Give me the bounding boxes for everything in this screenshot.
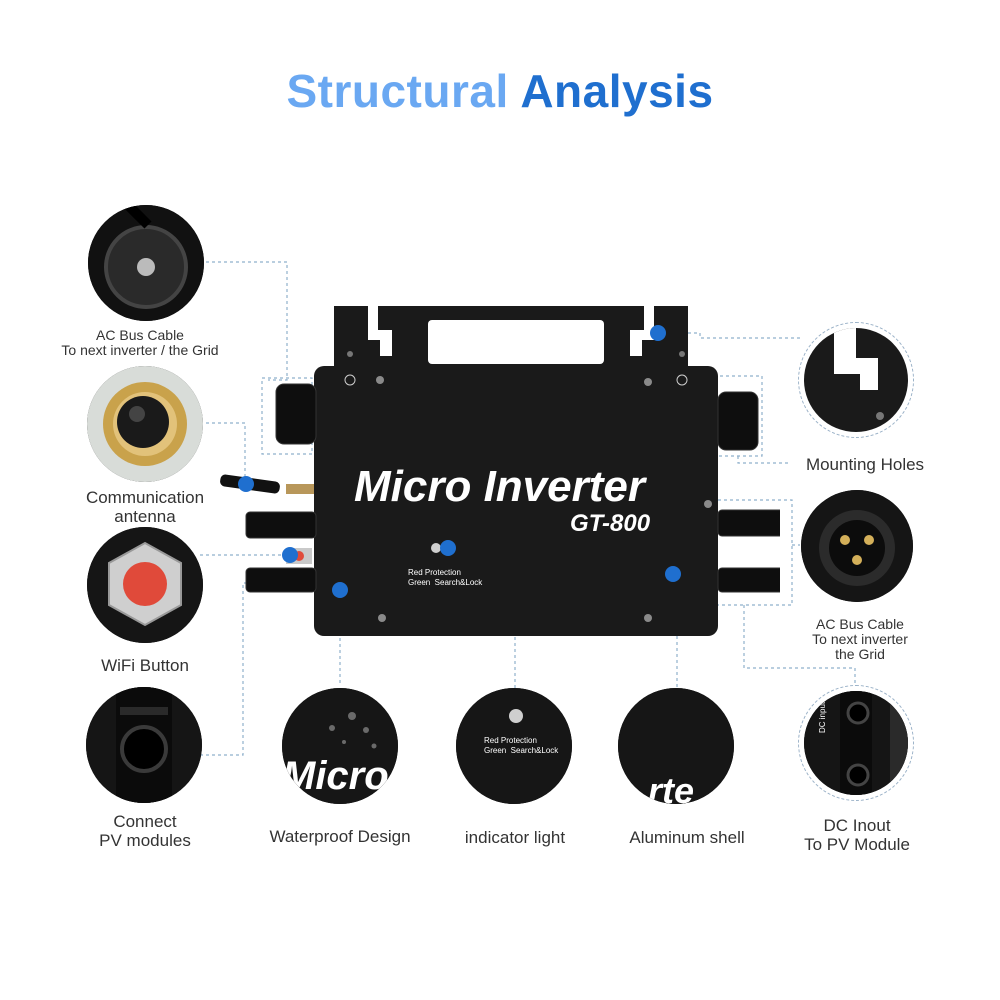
- cap-screw-icon: [137, 258, 155, 276]
- mounting-slot-right: [630, 306, 654, 356]
- zoom-indicator: Red Protection Green Search&Lock: [456, 688, 572, 804]
- title-word-structural: Structural: [286, 65, 509, 117]
- label-ac-bus-right: AC Bus Cable To next inverter the Grid: [812, 616, 908, 662]
- label-ac-bus-left: AC Bus Cable To next inverter / the Grid: [61, 327, 219, 358]
- label-waterproof: Waterproof Design: [269, 827, 411, 846]
- pv-socket-icon: [120, 725, 168, 773]
- waterproof-zoom-text: Micro: [282, 754, 389, 798]
- leader-antenna: [200, 422, 246, 485]
- micro-inverter-device: [220, 306, 780, 636]
- pv-connector-left-bottom: [245, 567, 317, 593]
- indicator-zoom-line2: Green Search&Lock: [484, 746, 559, 755]
- ac-bus-right-connector: [717, 391, 759, 451]
- keyhole-icon: [834, 328, 878, 390]
- label-wifi: WiFi Button: [101, 656, 189, 675]
- title-word-analysis: Analysis: [520, 65, 714, 117]
- pv-connector-right-bottom: [717, 567, 780, 593]
- zoom-ac-bus-left: [88, 205, 204, 321]
- ac-bus-left-connector: [275, 383, 317, 445]
- label-indicator: indicator light: [464, 828, 566, 847]
- zoom-antenna: [87, 366, 203, 482]
- ac-bus-left-box: [261, 377, 313, 455]
- dc-input-zoom-text: DC input: [818, 701, 827, 733]
- zoom-pv-connector: [86, 687, 202, 803]
- antenna-mount: [286, 484, 314, 494]
- zoom-ac-bus-right: [801, 490, 913, 602]
- pv-connector-right-top: [717, 509, 780, 537]
- label-aluminum: Aluminum shell: [629, 828, 745, 847]
- label-pv: Connect PV modules: [99, 812, 191, 850]
- red-button-icon: [123, 562, 167, 606]
- leader-ac-bus-left: [200, 261, 288, 381]
- pin-icon: [840, 535, 874, 565]
- label-mounting: Mounting Holes: [805, 455, 925, 474]
- antenna-knob-icon: [117, 396, 169, 448]
- leader-dc-input: [743, 605, 856, 685]
- led-icon: [509, 709, 523, 723]
- zoom-mounting-holes: [798, 322, 914, 438]
- device-name: Micro Inverter: [354, 462, 645, 511]
- indicator-zoom-line1: Red Protection: [484, 736, 537, 745]
- device-indicator-line1: Red Protection: [408, 568, 461, 577]
- zoom-aluminum: rte: [618, 688, 734, 804]
- aluminum-zoom-text: rte: [648, 770, 695, 804]
- label-dc-input: DC Inout To PV Module: [804, 816, 910, 854]
- zoom-wifi-button: [87, 527, 203, 643]
- label-antenna: Communication antenna: [85, 488, 205, 526]
- ac-bus-right-box: [711, 499, 793, 606]
- pv-connector-left-top: [245, 511, 317, 539]
- page-title: Structural Analysis: [0, 64, 1000, 118]
- mounting-slot-left: [368, 306, 392, 356]
- zoom-dc-input: DC input: [798, 685, 914, 801]
- device-model: GT-800: [570, 510, 651, 537]
- leader-right-top: [737, 456, 790, 464]
- zoom-waterproof: Micro: [282, 688, 398, 804]
- device-indicator-line2: Green Search&Lock: [408, 578, 483, 587]
